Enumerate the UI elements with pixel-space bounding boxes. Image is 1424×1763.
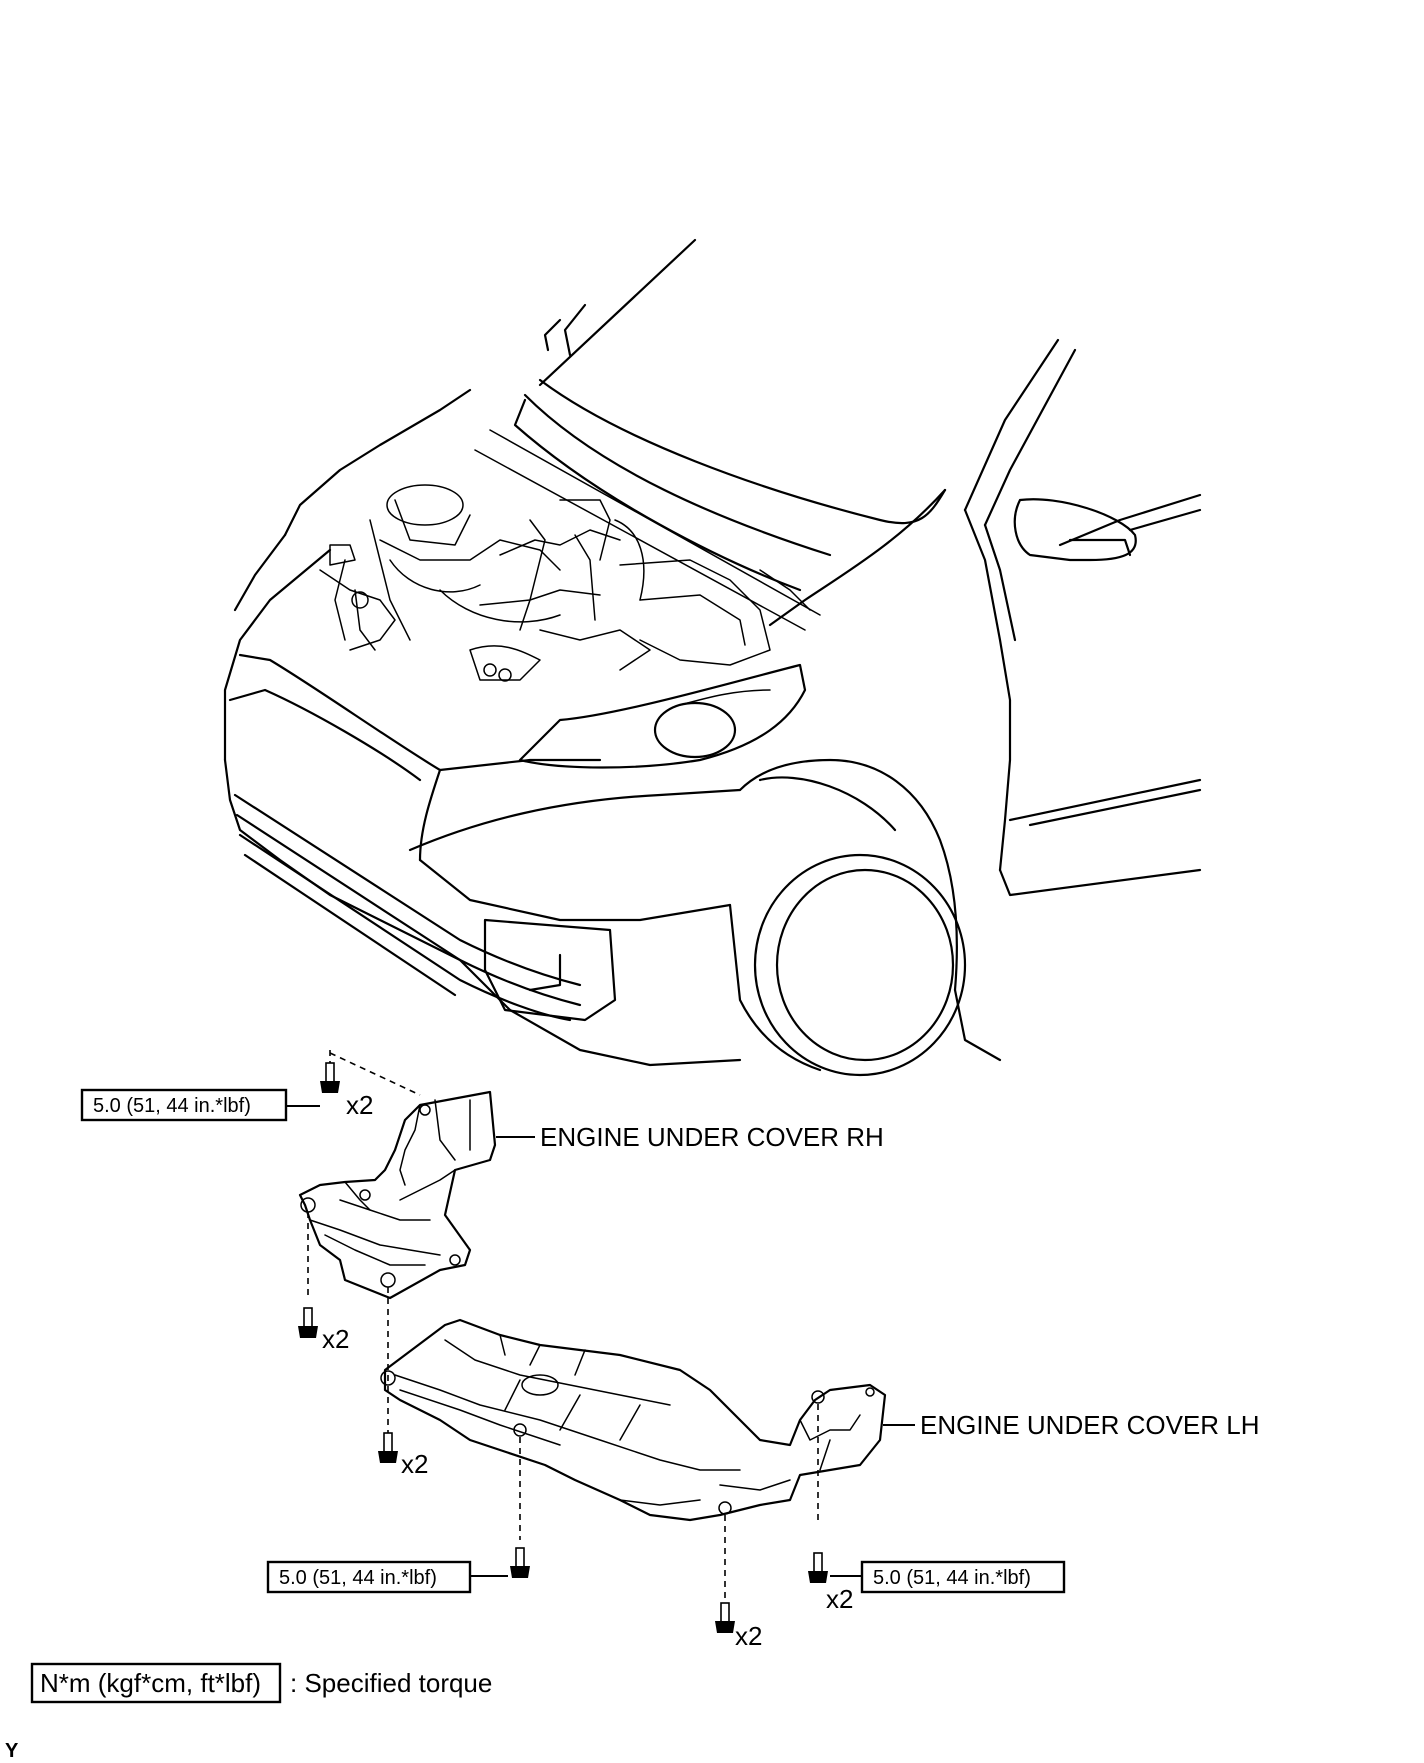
- figure-code: Y: [5, 1740, 19, 1762]
- torque-bottom-right: 5.0 (51, 44 in.*lbf): [873, 1567, 1031, 1589]
- torque-box-bottom-right: [860, 1560, 1066, 1594]
- vehicle-front-illustration: [223, 238, 1202, 1077]
- qty-bolt-lh-left: x2: [401, 1449, 428, 1479]
- legend-description: : Specified torque: [290, 1668, 492, 1698]
- qty-bolt-lh-right: x2: [826, 1584, 853, 1614]
- label-cover-rh: ENGINE UNDER COVER RH: [540, 1122, 884, 1152]
- bolt-3: [378, 1432, 398, 1463]
- qty-bolt-rh-lower: x2: [322, 1324, 349, 1354]
- label-cover-lh: ENGINE UNDER COVER LH: [920, 1410, 1260, 1440]
- engine-under-cover-lh: [380, 1318, 887, 1522]
- bolt-1: [320, 1062, 340, 1093]
- torque-box-bottom-left: [266, 1560, 472, 1594]
- torque-box-top-left: [80, 1088, 288, 1122]
- qty-bolt-lh-center: x2: [735, 1621, 762, 1651]
- qty-bolt-top: x2: [346, 1090, 373, 1120]
- bolt-5: [715, 1602, 735, 1633]
- legend: N*m (kgf*cm, ft*lbf) : Specified torque: [30, 1662, 492, 1704]
- legend-unit-box: [30, 1662, 282, 1704]
- torque-bottom-left: 5.0 (51, 44 in.*lbf): [279, 1567, 437, 1589]
- bolt-2: [298, 1307, 318, 1338]
- torque-top-left: 5.0 (51, 44 in.*lbf): [93, 1095, 251, 1117]
- bolt-4: [510, 1547, 530, 1578]
- legend-unit: N*m (kgf*cm, ft*lbf): [40, 1668, 261, 1698]
- engine-under-cover-rh: [298, 1090, 497, 1300]
- bolt-6: [808, 1552, 828, 1583]
- engine-components: [319, 484, 811, 682]
